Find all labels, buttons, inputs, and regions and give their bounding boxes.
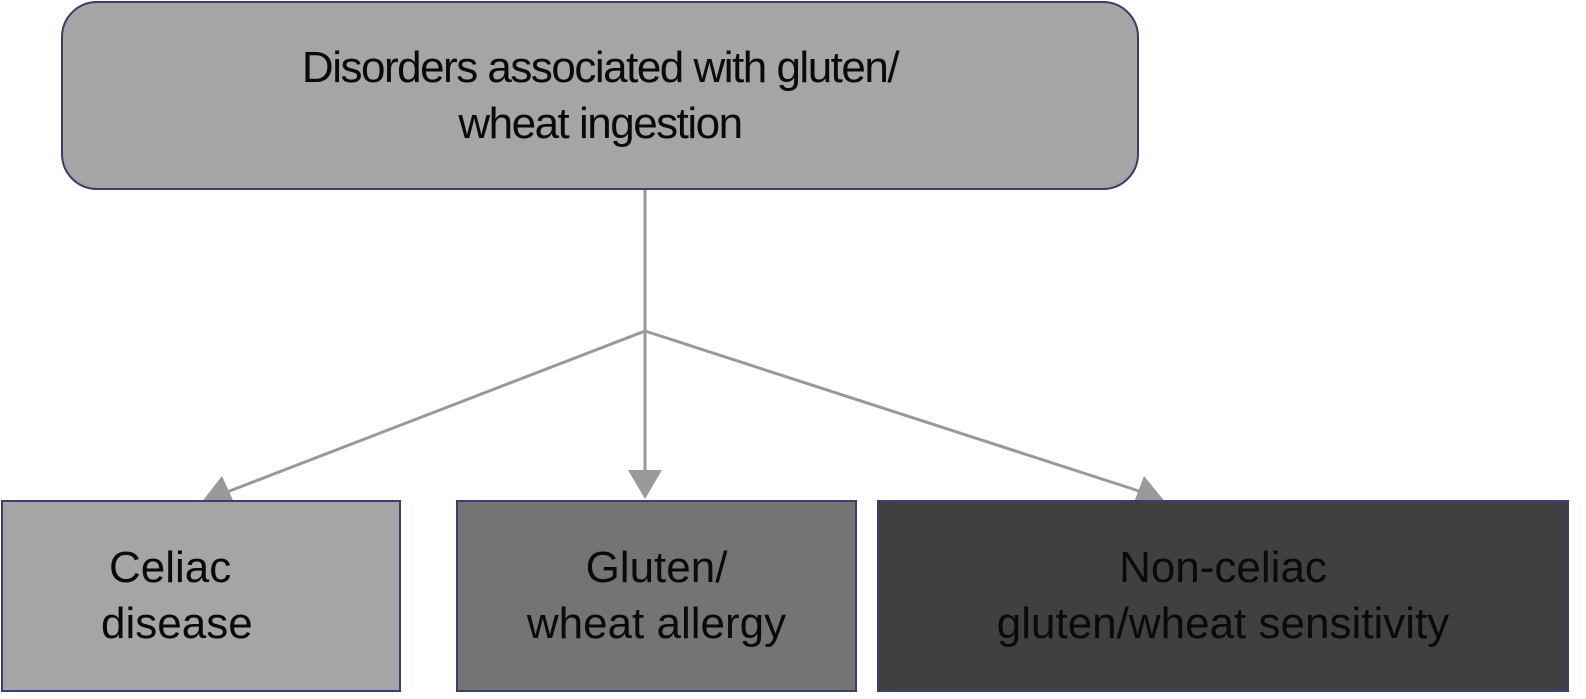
allergy-label-line2: wheat allergy bbox=[526, 599, 787, 648]
ncgws-label-line1: Non-celiac bbox=[1119, 543, 1327, 592]
root-label-line2: wheat ingestion bbox=[458, 98, 743, 148]
branch-line-celiac bbox=[226, 329, 646, 494]
celiac-label-line1: Celiac bbox=[109, 543, 232, 592]
child-node-non-celiac-sensitivity: Non-celiac gluten/wheat sensitivity bbox=[877, 500, 1569, 692]
arrowhead-allergy bbox=[628, 470, 662, 499]
child-node-wheat-allergy: Gluten/ wheat allergy bbox=[456, 500, 857, 692]
root-label-line1: Disorders associated with gluten/ bbox=[301, 42, 900, 92]
allergy-label-line1: Gluten/ bbox=[585, 543, 728, 592]
arrowhead-celiac bbox=[201, 476, 236, 507]
ncgws-label-line2: gluten/wheat sensitivity bbox=[996, 599, 1450, 648]
branch-line-ncgws bbox=[644, 329, 1143, 494]
child-node-celiac-disease: Celiac disease bbox=[1, 500, 401, 692]
root-node: Disorders associated with gluten/ wheat … bbox=[61, 1, 1139, 190]
celiac-label-line2: disease bbox=[101, 599, 253, 648]
